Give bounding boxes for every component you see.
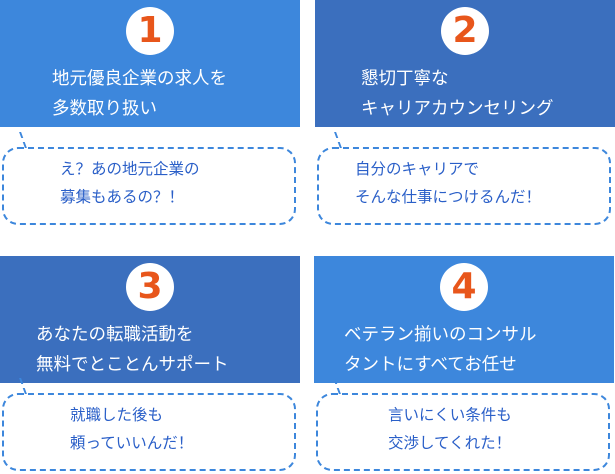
number-badge: 1 (126, 7, 174, 55)
feature-card-2: 2 懇切丁寧な キャリアカウンセリング 自分のキャリアで そんな仕事につけるんだ… (315, 0, 615, 225)
bubble-text: え？あの地元企業の 募集もあるの？！ (60, 160, 200, 206)
feature-card-4: 4 ベテラン揃いのコンサル タントにすべてお任せ 言いにくい条件も 交渉してくれ… (314, 256, 614, 471)
number-badge: 4 (440, 263, 488, 311)
feature-panel: 1 地元優良企業の求人を 多数取り扱い (0, 0, 300, 127)
feature-panel: 3 あなたの転職活動を 無料でとことんサポート (0, 256, 300, 383)
feature-card-1: 1 地元優良企業の求人を 多数取り扱い え？あの地元企業の 募集もあるの？！ (0, 0, 300, 225)
number-badge: 3 (126, 263, 174, 311)
bubble-border (316, 393, 610, 471)
feature-card-3: 3 あなたの転職活動を 無料でとことんサポート 就職した後も 頼っていいんだ！ (0, 256, 300, 471)
bubble-tail (334, 132, 354, 148)
bubble-border (2, 393, 296, 471)
feature-title: 懇切丁寧な キャリアカウンセリング (361, 69, 554, 119)
bubble-text: 言いにくい条件も 交渉してくれた！ (388, 406, 512, 452)
number-badge: 2 (441, 7, 489, 55)
feature-title: ベテラン揃いのコンサル タントにすべてお任せ (344, 325, 537, 375)
bubble-tail (19, 132, 39, 148)
bubble-border (2, 147, 296, 225)
bubble-text: 自分のキャリアで そんな仕事につけるんだ！ (355, 160, 542, 206)
feature-title: あなたの転職活動を 無料でとことんサポート (36, 325, 229, 375)
bubble-text: 就職した後も 頼っていいんだ！ (70, 406, 194, 452)
feature-panel: 2 懇切丁寧な キャリアカウンセリング (315, 0, 615, 127)
feature-panel: 4 ベテラン揃いのコンサル タントにすべてお任せ (314, 256, 614, 383)
feature-title: 地元優良企業の求人を 多数取り扱い (52, 69, 227, 119)
bubble-border (317, 147, 611, 225)
